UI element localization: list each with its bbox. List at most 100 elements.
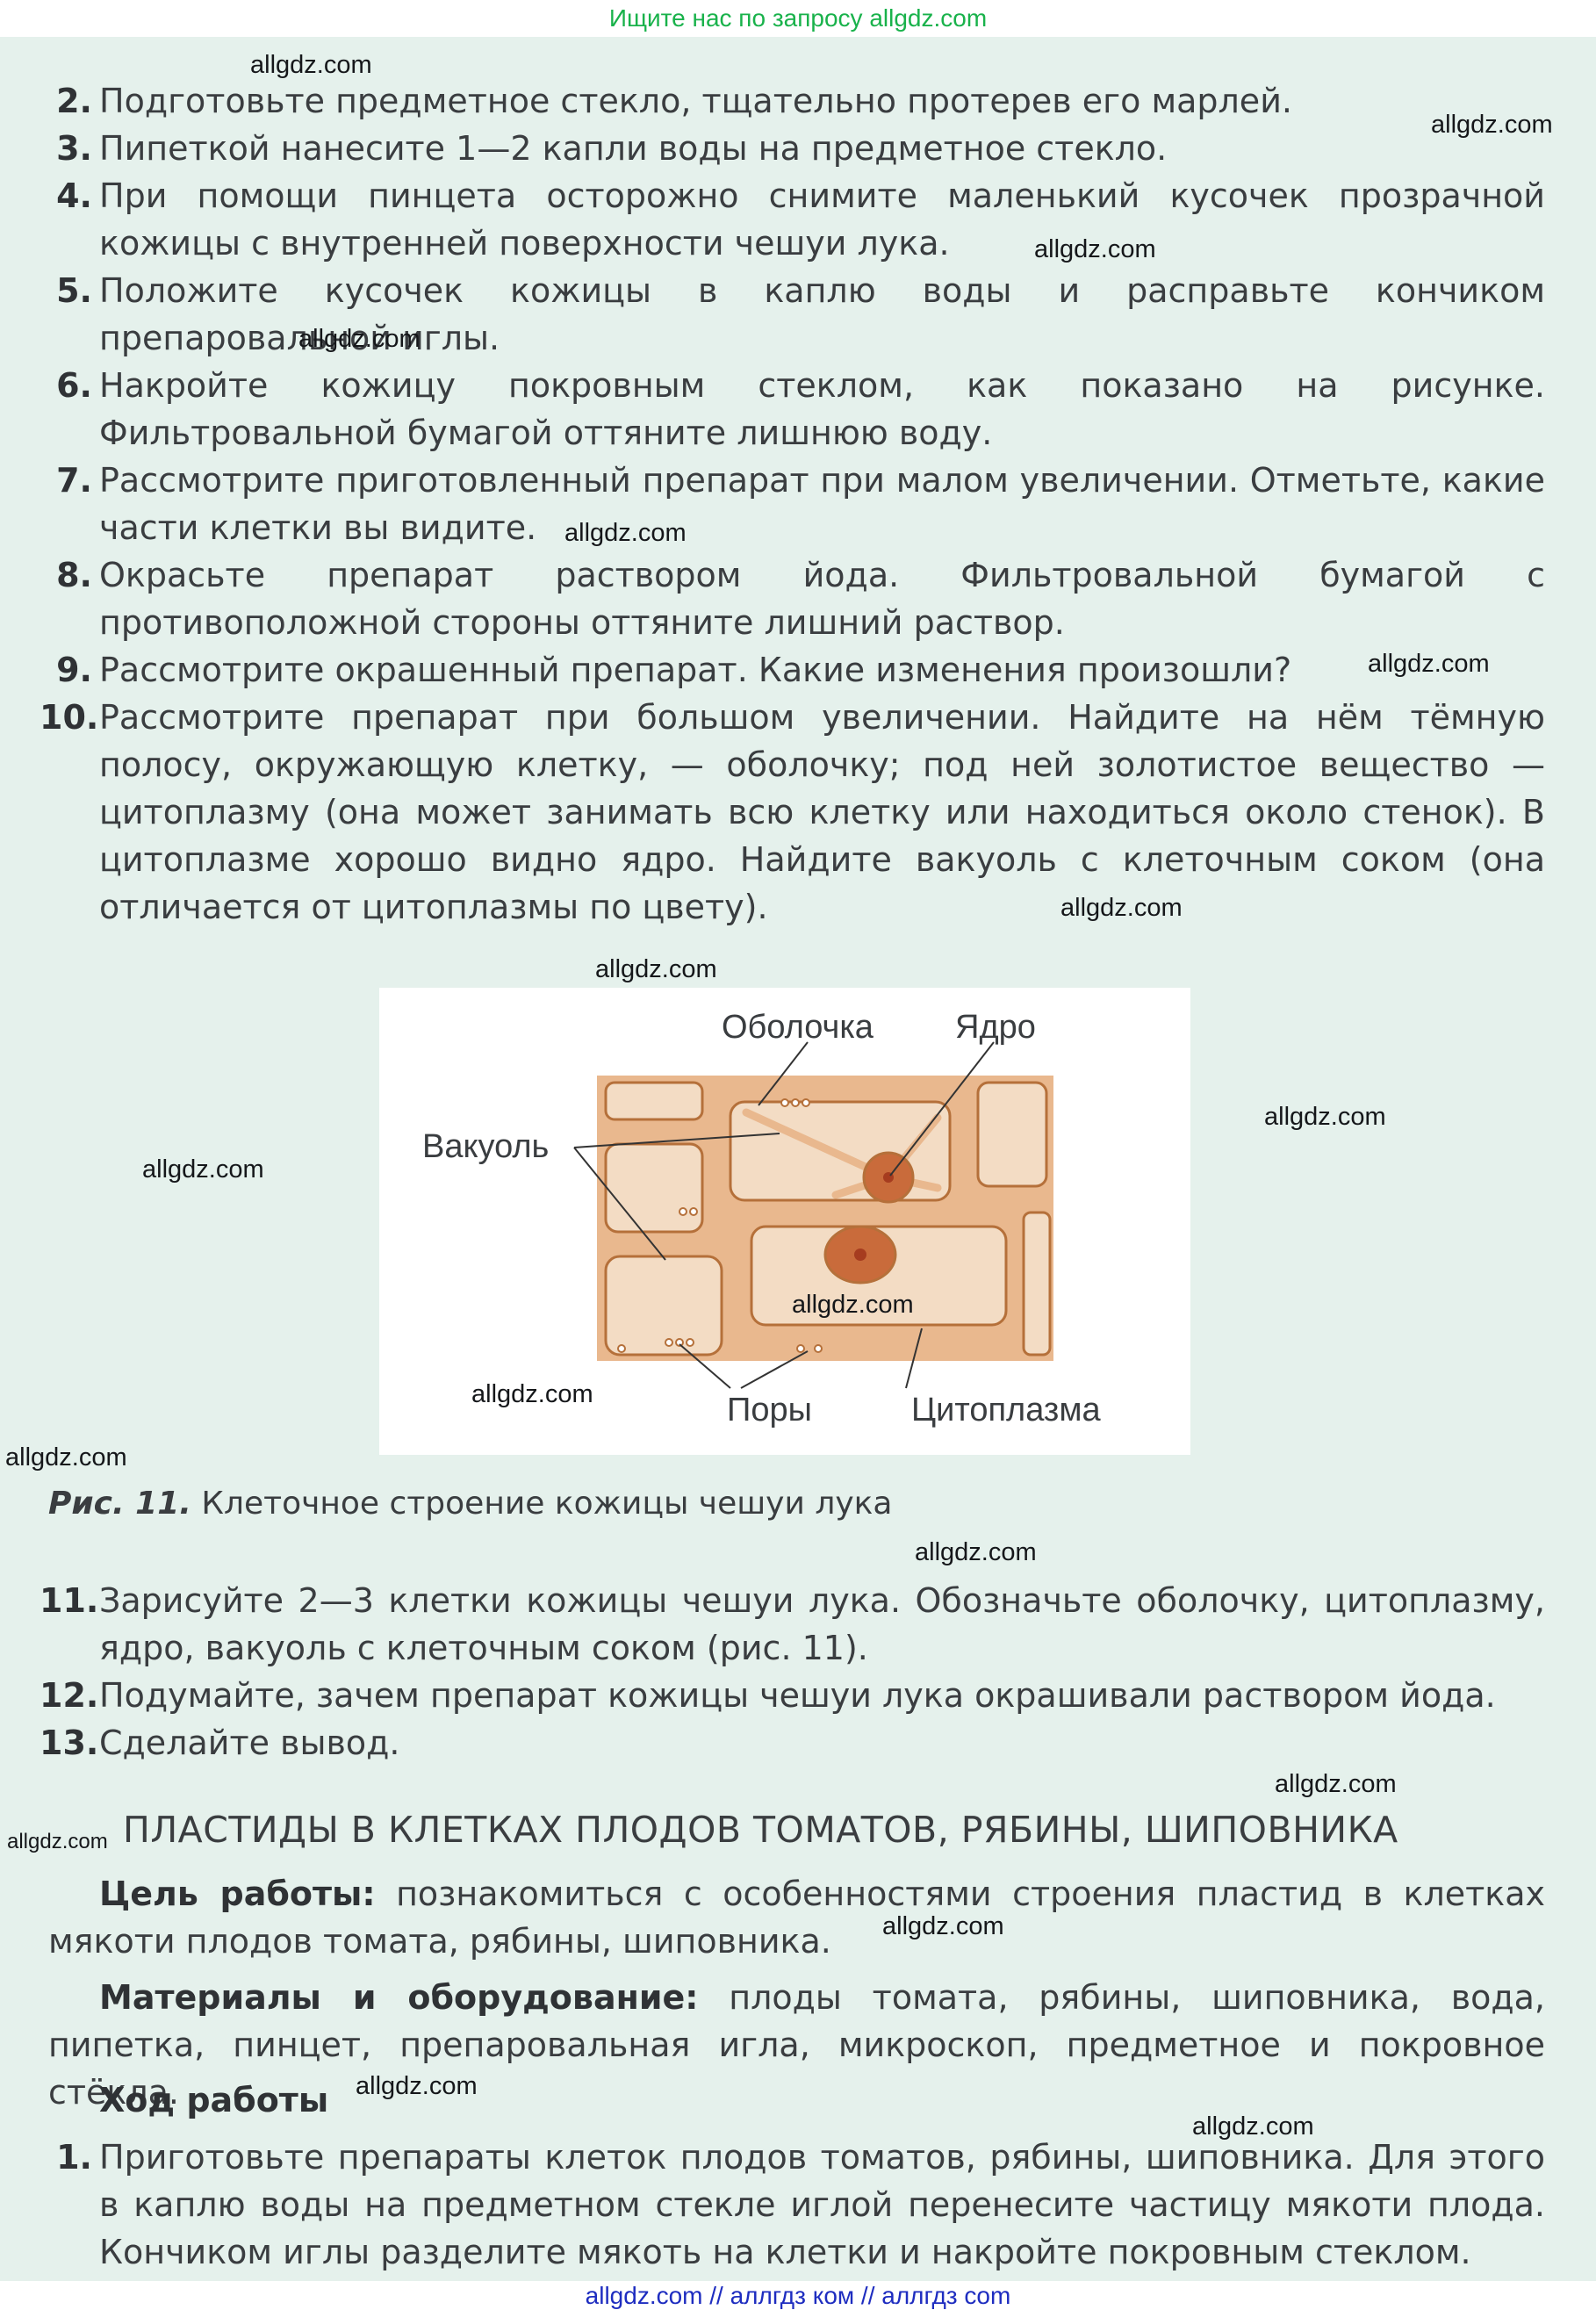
pore <box>802 1098 810 1107</box>
pore <box>814 1344 823 1353</box>
watermark: allgdz.com <box>250 51 372 79</box>
nuclei <box>823 1151 915 1285</box>
watermark: allgdz.com <box>1264 1103 1386 1131</box>
pore <box>675 1338 684 1347</box>
leader-lines <box>573 1041 995 1389</box>
watermark: allgdz.com <box>1275 1770 1397 1798</box>
onion-cell-figure: Оболочка Ядро Вакуоль Поры Цитоплазма <box>379 988 1190 1455</box>
watermark: allgdz.com <box>792 1291 914 1319</box>
step-text: Окрасьте препарат раствором йода. Фильтр… <box>99 556 1545 642</box>
label-vacuole: Вакуоль <box>422 1128 549 1165</box>
figure-caption-text: Клеточное строение кожицы чешуи лука <box>201 1486 893 1522</box>
section-heading: ПЛАСТИДЫ В КЛЕТКАХ ПЛОДОВ ТОМАТОВ, РЯБИН… <box>123 1809 1398 1851</box>
step-4: 4. При помощи пинцета осторожно снимите … <box>40 172 1545 267</box>
cell-top-right <box>976 1081 1048 1188</box>
label-nucleus: Ядро <box>955 1009 1036 1046</box>
watermark: allgdz.com <box>356 2072 478 2100</box>
goal-text: познакомиться с особенностями строения п… <box>48 1875 1545 1961</box>
step-text: Рассмотрите окрашенный препарат. Какие и… <box>99 651 1292 689</box>
step-number: 7. <box>56 461 92 500</box>
pore <box>617 1344 626 1353</box>
strand <box>742 1108 893 1182</box>
step-number: 11. <box>40 1581 99 1620</box>
step-number: 12. <box>40 1676 99 1715</box>
step-7: 7. Рассмотрите приготовленный препарат п… <box>40 457 1545 551</box>
step-text: Положите кусочек кожицы в каплю воды и р… <box>99 271 1545 357</box>
watermark: allgdz.com <box>882 1912 1004 1940</box>
pore <box>780 1098 789 1107</box>
onion-cell-diagram: Оболочка Ядро Вакуоль Поры Цитоплазма <box>422 1009 1101 1428</box>
pores <box>617 1098 823 1353</box>
watermark: allgdz.com <box>564 519 687 547</box>
leader-pores-2 <box>740 1350 809 1389</box>
label-cytoplasm: Цитоплазма <box>911 1392 1101 1428</box>
label-membrane: Оболочка <box>722 1009 874 1046</box>
nucleolus-bottom <box>854 1249 866 1261</box>
step-6: 6. Накройте кожицу покровным стеклом, ка… <box>40 362 1545 457</box>
cell-mid-left <box>604 1142 704 1234</box>
pore <box>679 1207 687 1216</box>
step-9: 9. Рассмотрите окрашенный препарат. Каки… <box>40 646 1545 694</box>
watermark: allgdz.com <box>7 1830 108 1853</box>
cell-bottom-left <box>604 1255 723 1356</box>
step-number: 8. <box>56 556 92 594</box>
label-pores: Поры <box>727 1392 812 1428</box>
footer-banner[interactable]: allgdz.com // аллгдз ком // аллгдз com <box>0 2281 1596 2310</box>
step-number: 4. <box>56 176 92 215</box>
step-number: 1. <box>56 2138 92 2177</box>
watermark: allgdz.com <box>1034 235 1156 263</box>
watermark: allgdz.com <box>5 1443 127 1472</box>
step-11: 11. Зарисуйте 2—3 клетки кожицы чешуи лу… <box>40 1577 1545 1672</box>
step-number: 10. <box>40 698 99 737</box>
step-text: Пипеткой нанесите 1—2 капли воды на пред… <box>99 129 1168 168</box>
leader-vacuole-2 <box>573 1147 666 1261</box>
step-10: 10. Рассмотрите препарат при большом уве… <box>40 694 1545 931</box>
step-text: При помощи пинцета осторожно снимите мал… <box>99 176 1545 263</box>
step-2: 2. Подготовьте предметное стекло, тщател… <box>40 77 1545 125</box>
step-5: 5. Положите кусочек кожицы в каплю воды … <box>40 267 1545 362</box>
step-8: 8. Окрасьте препарат раствором йода. Фил… <box>40 551 1545 646</box>
step-number: 3. <box>56 129 92 168</box>
materials-text: плоды томата, рябины, шиповника, вода, п… <box>48 1978 1545 2112</box>
step-text: Зарисуйте 2—3 клетки кожицы чешуи лука. … <box>99 1581 1545 1667</box>
procedure-heading: Ход работы <box>99 2081 329 2119</box>
leader-membrane <box>758 1041 809 1106</box>
cell-top-left <box>604 1081 704 1121</box>
step-number: 5. <box>56 271 92 310</box>
pore <box>796 1344 805 1353</box>
site-banner[interactable]: Ищите нас по запросу allgdz.com <box>0 0 1596 37</box>
step-13: 13. Сделайте вывод. <box>40 1719 1545 1767</box>
watermark: allgdz.com <box>1431 111 1553 139</box>
materials-paragraph: Материалы и оборудование: плоды томата, … <box>48 1974 1545 2116</box>
leader-vacuole-1 <box>573 1133 780 1148</box>
materials-label: Материалы и оборудование: <box>99 1978 699 2017</box>
step-12: 12. Подумайте, зачем препарат кожицы чеш… <box>40 1672 1545 1719</box>
pore <box>791 1098 800 1107</box>
watermark: allgdz.com <box>1368 650 1490 678</box>
step-number: 2. <box>56 82 92 120</box>
figure-caption: Рис. 11. Клеточное строение кожицы чешуи… <box>48 1486 892 1522</box>
step-number: 6. <box>56 366 92 405</box>
watermark: allgdz.com <box>1060 894 1183 922</box>
step-text: Приготовьте препараты клеток плодов тома… <box>99 2138 1545 2271</box>
watermark: allgdz.com <box>142 1155 264 1184</box>
step-text: Подготовьте предметное стекло, тщательно… <box>99 82 1292 120</box>
step-3: 3. Пипеткой нанесите 1—2 капли воды на п… <box>40 125 1545 172</box>
watermark: allgdz.com <box>1192 2112 1314 2141</box>
goal-paragraph: Цель работы: познакомиться с особенностя… <box>48 1870 1545 1965</box>
watermark: allgdz.com <box>915 1538 1037 1566</box>
step-text: Рассмотрите приготовленный препарат при … <box>99 461 1545 547</box>
step-text: Сделайте вывод. <box>99 1724 400 1762</box>
step-number: 13. <box>40 1724 99 1762</box>
watermark: allgdz.com <box>471 1380 593 1408</box>
pore <box>689 1207 698 1216</box>
leader-pores <box>679 1343 731 1389</box>
step-number: 9. <box>56 651 92 689</box>
section-step-1: 1. Приготовьте препараты клеток плодов т… <box>40 2134 1545 2276</box>
step-text: Подумайте, зачем препарат кожицы чешуи л… <box>99 1676 1496 1715</box>
leader-cytoplasm <box>905 1328 923 1389</box>
watermark: allgdz.com <box>298 325 421 353</box>
watermark: allgdz.com <box>595 955 717 983</box>
leader-nucleus <box>889 1041 995 1177</box>
cell-bottom-right <box>1022 1211 1052 1356</box>
